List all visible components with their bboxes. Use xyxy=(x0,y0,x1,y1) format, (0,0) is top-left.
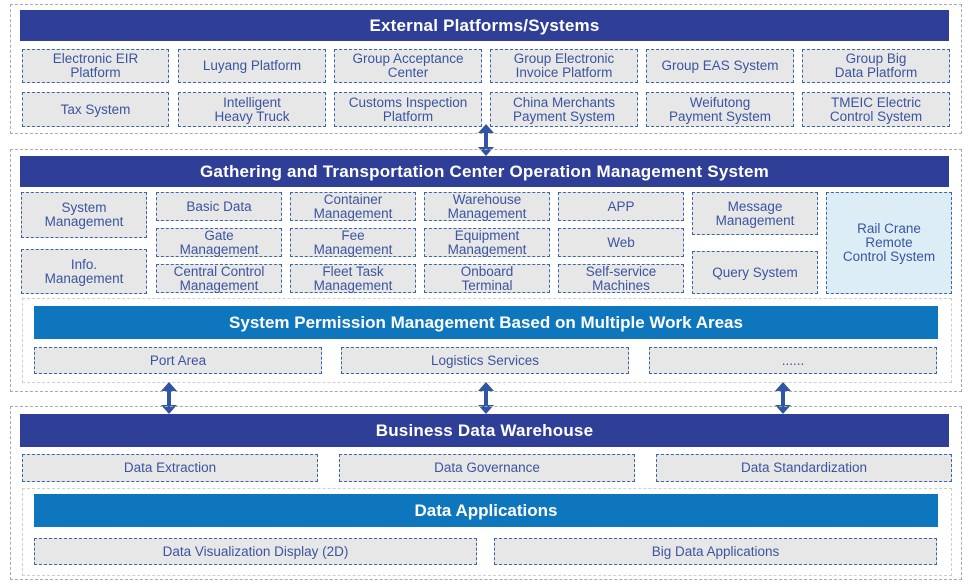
data-extraction: Data Extraction xyxy=(22,454,318,482)
module-container-management: Container Management xyxy=(290,192,416,221)
data-standardization: Data Standardization xyxy=(656,454,952,482)
module-system-management: System Management xyxy=(21,192,147,238)
work-area-logistics: Logistics Services xyxy=(341,347,629,374)
ext-group-big-data: Group Big Data Platform xyxy=(802,49,950,83)
double-arrow-icon xyxy=(775,382,791,414)
module-self-service: Self-service Machines xyxy=(558,264,684,293)
double-arrow-icon xyxy=(161,382,177,414)
module-web: Web xyxy=(558,228,684,257)
ext-china-merchants: China Merchants Payment System xyxy=(490,92,638,127)
module-app: APP xyxy=(558,192,684,221)
module-message-management: Message Management xyxy=(692,192,818,235)
module-onboard-terminal: Onboard Terminal xyxy=(424,264,550,293)
module-equipment-management: Equipment Management xyxy=(424,228,550,257)
app-big-data: Big Data Applications xyxy=(494,538,937,565)
module-basic-data: Basic Data xyxy=(156,192,282,221)
ext-tax-system: Tax System xyxy=(22,92,169,127)
external-platforms-title: External Platforms/Systems xyxy=(20,10,949,41)
work-area-more: ...... xyxy=(649,347,937,374)
app-visualization-2d: Data Visualization Display (2D) xyxy=(34,538,477,565)
permission-title: System Permission Management Based on Mu… xyxy=(34,306,938,339)
ext-group-eas: Group EAS System xyxy=(646,49,794,83)
ext-luyang-platform: Luyang Platform xyxy=(178,49,326,83)
module-rail-crane: Rail Crane Remote Control System xyxy=(826,192,952,294)
module-info-management: Info. Management xyxy=(21,249,147,294)
ext-tmeic: TMEIC Electric Control System xyxy=(802,92,950,127)
module-fleet-task: Fleet Task Management xyxy=(290,264,416,293)
module-warehouse-management: Warehouse Management xyxy=(424,192,550,221)
module-gate-management: Gate Management xyxy=(156,228,282,257)
data-applications-title: Data Applications xyxy=(34,494,938,527)
module-query-system: Query System xyxy=(692,251,818,294)
ext-intelligent-truck: Intelligent Heavy Truck xyxy=(178,92,326,127)
ext-customs-inspection: Customs Inspection Platform xyxy=(334,92,482,127)
ext-group-acceptance: Group Acceptance Center xyxy=(334,49,482,83)
ext-weifutong: Weifutong Payment System xyxy=(646,92,794,127)
ext-electronic-eir: Electronic EIR Platform xyxy=(22,49,169,83)
operation-management-title: Gathering and Transportation Center Oper… xyxy=(20,156,949,187)
ext-group-e-invoice: Group Electronic Invoice Platform xyxy=(490,49,638,83)
work-area-port: Port Area xyxy=(34,347,322,374)
data-warehouse-title: Business Data Warehouse xyxy=(20,414,949,447)
data-governance: Data Governance xyxy=(339,454,635,482)
module-fee-management: Fee Management xyxy=(290,228,416,257)
double-arrow-icon xyxy=(478,382,494,414)
data-warehouse-section xyxy=(10,406,962,580)
module-central-control: Central Control Management xyxy=(156,264,282,293)
